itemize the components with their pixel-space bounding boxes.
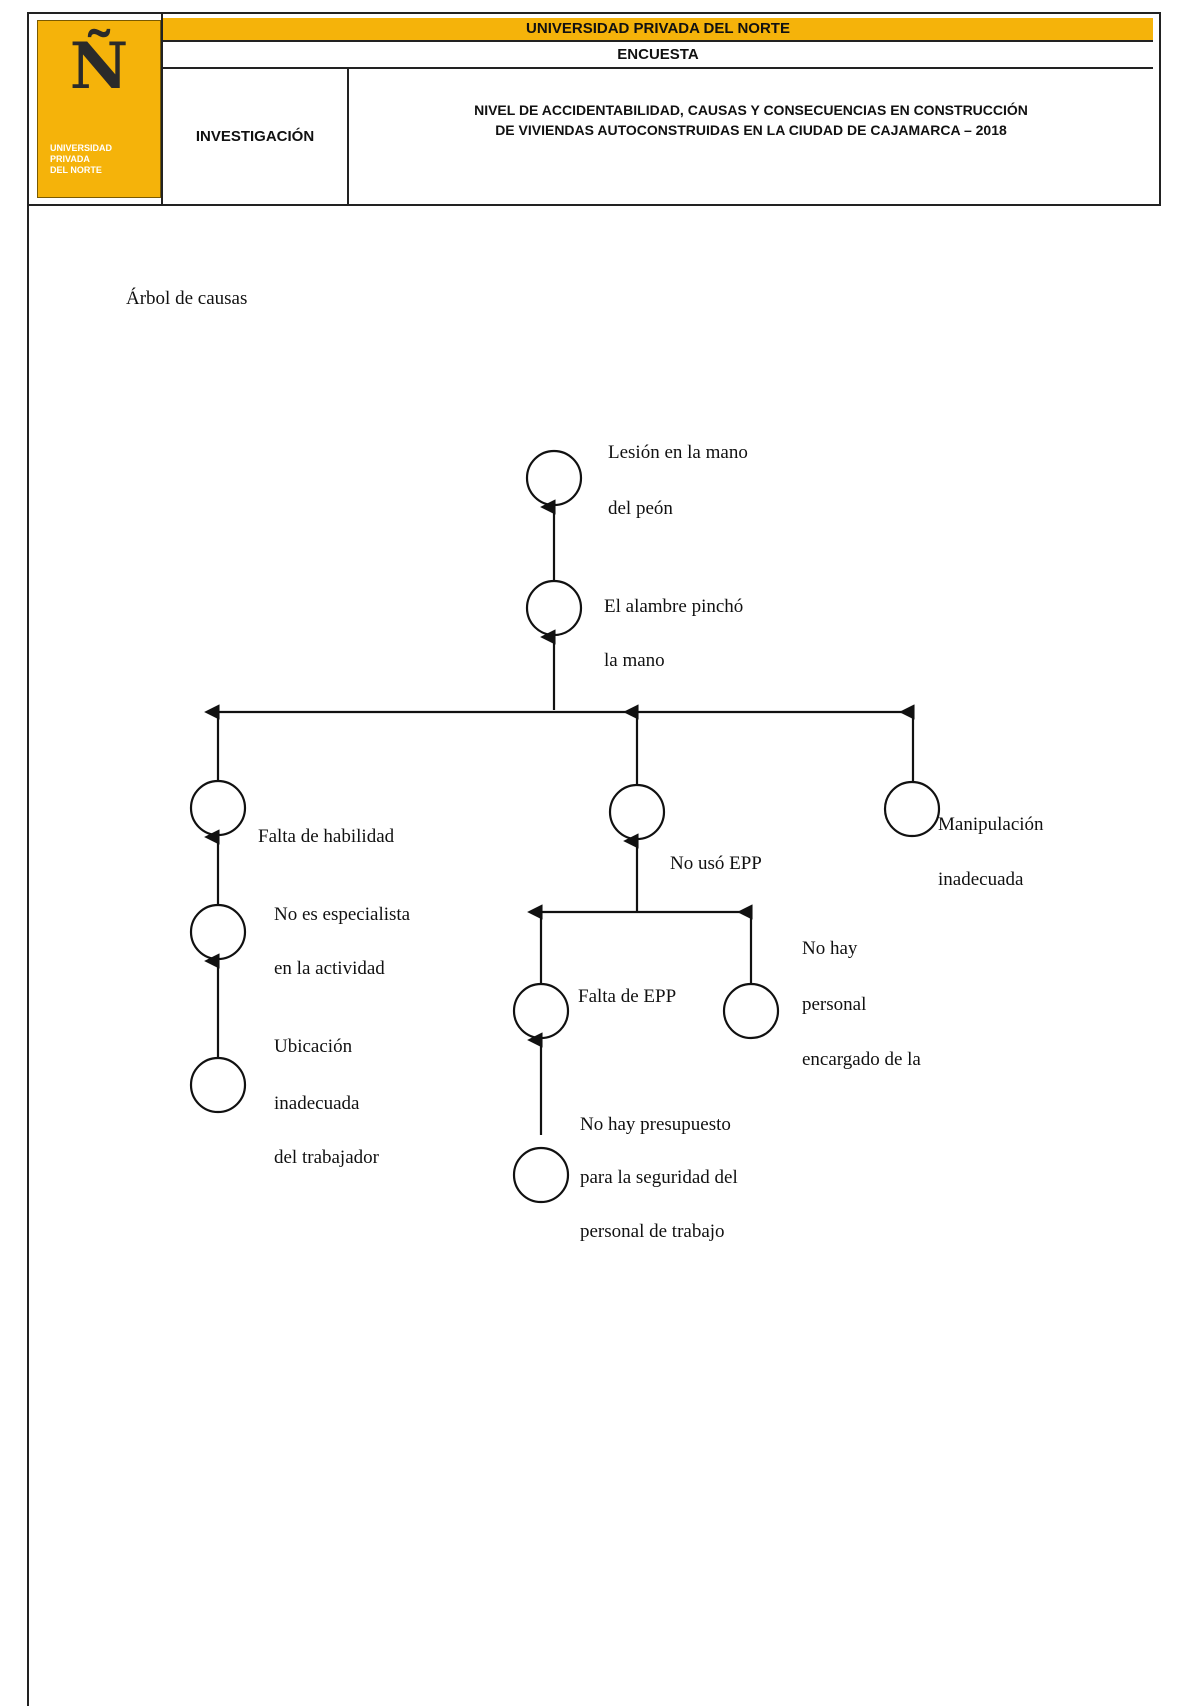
node-label: Ubicación [274,1036,353,1057]
document-type: ENCUESTA [163,42,1153,69]
node-circle [722,982,780,1040]
page-border [27,206,29,1706]
document-header: Ñ Universidad Privada del Norte UNIVERSI… [27,12,1161,206]
node-label: la mano [604,650,665,671]
node-label: inadecuada [938,869,1024,890]
node-label: El alambre pinchó [604,596,743,617]
node-epp: No usó EPP [670,853,762,874]
node-manipulacion: Manipulación inadecuada [938,814,1044,890]
header-divider [161,14,163,204]
node-label: No usó EPP [670,853,762,874]
node-falta-epp: Falta de EPP [578,986,676,1007]
node-circle [189,1056,247,1114]
node-label: Falta de habilidad [258,826,395,847]
node-label: Lesión en la mano [608,442,748,463]
node-label: No hay presupuesto [580,1114,731,1135]
node-circle [189,779,247,837]
section-title: Árbol de causas [126,288,248,309]
university-name: UNIVERSIDAD PRIVADA DEL NORTE [163,18,1153,42]
node-habilidad: Falta de habilidad [258,826,395,847]
node-ubicacion: Ubicación inadecuada del trabajador [274,1036,380,1168]
node-circle [525,579,583,637]
node-circle [525,449,583,507]
node-label: encargado de la [802,1049,921,1070]
node-circle [883,780,941,838]
node-circle [512,1146,570,1204]
university-logo: Ñ Universidad Privada del Norte [37,20,161,198]
logo-text: Universidad Privada del Norte [50,143,113,175]
node-no-personal: No hay personal encargado de la [802,938,921,1070]
node-label: del peón [608,498,673,519]
logo-glyph: Ñ [69,29,129,104]
header-divider [347,69,349,204]
node-label: Manipulación [938,814,1044,835]
node-label: inadecuada [274,1093,360,1114]
node-label: en la actividad [274,958,385,979]
node-presupuesto: No hay presupuesto para la seguridad del… [580,1114,738,1242]
node-lesion: Lesión en la mano del peón [608,442,748,519]
category-label: INVESTIGACIÓN [195,128,315,145]
node-label: para la seguridad del [580,1167,738,1188]
node-circle [608,783,666,841]
node-circle [189,903,247,961]
node-label: personal de trabajo [580,1221,725,1242]
node-label: Falta de EPP [578,986,676,1007]
research-title: NIVEL DE ACCIDENTABILIDAD, CAUSAS Y CONS… [474,101,1028,138]
node-label: No hay [802,938,858,959]
node-label: personal [802,994,866,1015]
node-label: del trabajador [274,1147,380,1168]
node-label: No es especialista [274,904,411,925]
node-especialista: No es especialista en la actividad [274,904,411,979]
node-alambre: El alambre pinchó la mano [604,596,743,671]
node-circle [512,982,570,1040]
